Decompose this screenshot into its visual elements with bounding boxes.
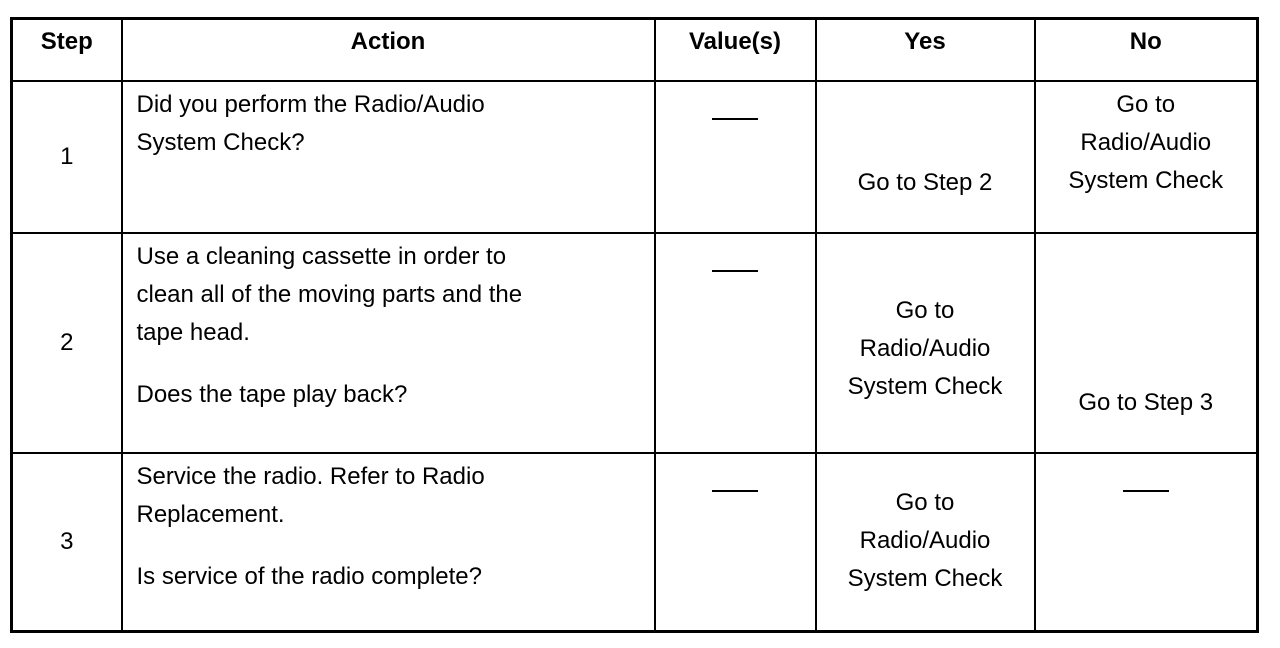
action-line: Use a cleaning cassette in order to bbox=[136, 242, 507, 270]
action-line: System Check? bbox=[136, 128, 305, 156]
table-row: 1 Did you perform the Radio/Audio System… bbox=[10, 79, 1259, 234]
table-row: 2 Use a cleaning cassette in order to cl… bbox=[10, 231, 1259, 454]
value-dash bbox=[712, 269, 758, 272]
action-cell: Use a cleaning cassette in order to clea… bbox=[120, 231, 656, 454]
yes-cell: Go to Radio/Audio System Check bbox=[814, 451, 1036, 633]
no-cell: Go to Radio/Audio System Check bbox=[1033, 79, 1259, 234]
value-cell bbox=[653, 231, 817, 454]
no-text: Go to Step 3 bbox=[1078, 388, 1214, 416]
header-no: No bbox=[1033, 17, 1259, 82]
action-line: clean all of the moving parts and the bbox=[136, 280, 523, 308]
action-line: Service the radio. Refer to Radio bbox=[136, 462, 485, 490]
no-dash bbox=[1122, 489, 1169, 492]
action-text: Use a cleaning cassette in order to clea… bbox=[137, 238, 642, 352]
yes-line: Radio/Audio bbox=[859, 334, 991, 362]
action-text: Did you perform the Radio/Audio System C… bbox=[137, 86, 642, 162]
value-cell bbox=[653, 79, 817, 234]
table-header-row: Step Action Value(s) Yes No bbox=[10, 17, 1259, 82]
action-cell: Service the radio. Refer to Radio Replac… bbox=[120, 451, 656, 633]
action-question: Is service of the radio complete? bbox=[136, 562, 483, 590]
header-values: Value(s) bbox=[653, 17, 817, 82]
no-line: Radio/Audio bbox=[1080, 128, 1212, 156]
step-number: 2 bbox=[10, 231, 123, 454]
action-text: Service the radio. Refer to Radio Replac… bbox=[137, 458, 642, 534]
yes-cell: Go to Radio/Audio System Check bbox=[814, 231, 1036, 454]
no-cell bbox=[1033, 451, 1259, 633]
yes-line: System Check bbox=[847, 564, 1003, 592]
action-question: Does the tape play back? bbox=[136, 380, 408, 408]
table-row: 3 Service the radio. Refer to Radio Repl… bbox=[10, 451, 1259, 633]
no-line: Go to bbox=[1116, 90, 1176, 118]
action-line: tape head. bbox=[136, 318, 250, 346]
yes-line: Radio/Audio bbox=[859, 526, 991, 554]
header-step: Step bbox=[10, 17, 123, 82]
step-number: 1 bbox=[10, 79, 123, 234]
diagnostic-table: Step Action Value(s) Yes No 1 Did you pe… bbox=[10, 17, 1259, 633]
action-line: Replacement. bbox=[136, 500, 285, 528]
action-cell: Did you perform the Radio/Audio System C… bbox=[120, 79, 656, 234]
no-cell: Go to Step 3 bbox=[1033, 231, 1259, 454]
yes-line: Go to bbox=[895, 488, 955, 516]
value-dash bbox=[712, 489, 758, 492]
step-number: 3 bbox=[10, 451, 123, 633]
value-dash bbox=[712, 117, 758, 120]
yes-text: Go to Step 2 bbox=[857, 168, 993, 196]
yes-line: System Check bbox=[847, 372, 1003, 400]
value-cell bbox=[653, 451, 817, 633]
action-line: Did you perform the Radio/Audio bbox=[136, 90, 485, 118]
yes-line: Go to bbox=[895, 296, 955, 324]
no-line: System Check bbox=[1068, 166, 1224, 194]
header-action: Action bbox=[120, 17, 656, 82]
header-yes: Yes bbox=[814, 17, 1036, 82]
yes-cell: Go to Step 2 bbox=[814, 79, 1036, 234]
